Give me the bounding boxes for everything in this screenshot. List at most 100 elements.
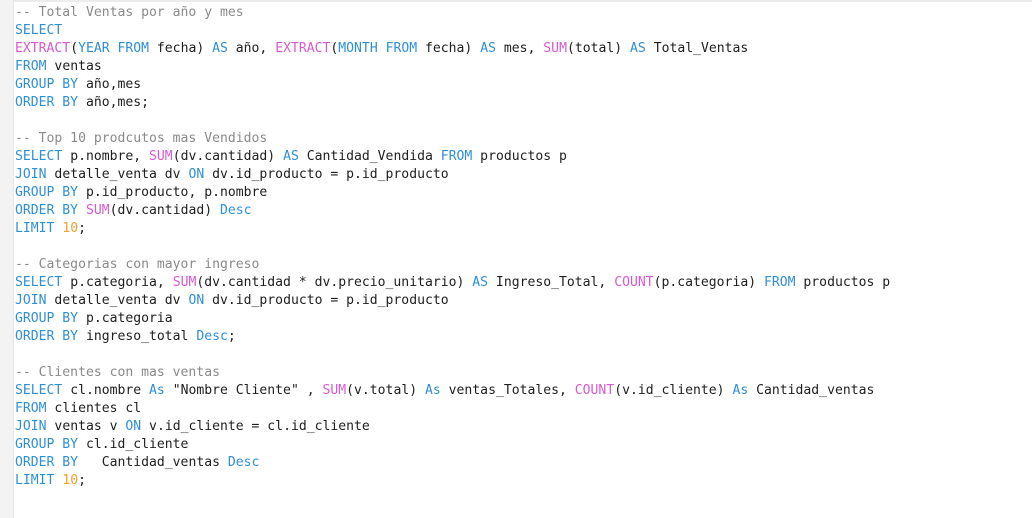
code-token-keyword: JOIN bbox=[15, 293, 47, 308]
code-line[interactable] bbox=[15, 346, 1032, 364]
code-token-keyword: YEAR FROM bbox=[78, 41, 150, 56]
editor-top-border bbox=[0, 0, 1032, 2]
code-token-function: EXTRACT bbox=[275, 41, 331, 56]
code-line[interactable]: SELECT p.categoria, SUM(dv.cantidad * dv… bbox=[15, 274, 1032, 292]
code-token-ident: año,mes; bbox=[78, 95, 150, 110]
code-token-ident: ( bbox=[70, 41, 79, 56]
code-token-ident: v.id_cliente = cl.id_cliente bbox=[141, 419, 370, 434]
code-token-ident: año,mes bbox=[78, 77, 142, 92]
code-token-keyword: Desc bbox=[227, 455, 260, 470]
code-token-ident: año, bbox=[227, 41, 276, 56]
code-token-ident: p.categoria bbox=[78, 311, 173, 326]
code-token-ident: Total_Ventas bbox=[645, 41, 749, 56]
code-token-function: COUNT bbox=[614, 275, 654, 290]
code-token-ident: ( bbox=[330, 41, 339, 56]
code-line[interactable]: SELECT bbox=[15, 22, 1032, 40]
code-token-ident: (p.categoria) bbox=[653, 275, 764, 290]
code-token-keyword: ORDER BY bbox=[15, 329, 79, 344]
code-token-ident: p.id_producto, p.nombre bbox=[78, 185, 268, 200]
code-line[interactable]: -- Categorias con mayor ingreso bbox=[15, 256, 1032, 274]
code-token-keyword: As bbox=[732, 383, 749, 398]
code-token-keyword: JOIN bbox=[15, 167, 47, 182]
code-line[interactable]: SELECT p.nombre, SUM(dv.cantidad) AS Can… bbox=[15, 148, 1032, 166]
code-token-keyword: LIMIT bbox=[15, 473, 55, 488]
code-token-function: SUM bbox=[322, 383, 347, 398]
code-line[interactable]: ORDER BY año,mes; bbox=[15, 94, 1032, 112]
code-token-keyword: SELECT bbox=[15, 383, 63, 398]
code-token-ident: Cantidad_ventas bbox=[78, 455, 228, 470]
code-token-ident: cl.nombre bbox=[62, 383, 150, 398]
code-token-ident: (dv.cantidad * dv.precio_unitario) bbox=[196, 275, 473, 290]
code-token-ident: ; bbox=[227, 329, 236, 344]
code-token-keyword: FROM bbox=[15, 401, 47, 416]
editor-gutter bbox=[0, 0, 14, 518]
code-line[interactable]: JOIN detalle_venta dv ON dv.id_producto … bbox=[15, 292, 1032, 310]
code-token-function: COUNT bbox=[574, 383, 615, 398]
code-token-keyword: ON bbox=[125, 419, 142, 434]
code-line[interactable]: GROUP BY año,mes bbox=[15, 76, 1032, 94]
code-token-keyword: GROUP BY bbox=[15, 437, 79, 452]
code-token-ident: Cantidad_Vendida bbox=[298, 149, 441, 164]
code-line[interactable]: ORDER BY Cantidad_ventas Desc bbox=[15, 454, 1032, 472]
code-token-ident: ventas bbox=[46, 59, 102, 74]
code-token-ident: productos p bbox=[472, 149, 567, 164]
code-token-keyword: As bbox=[424, 383, 441, 398]
code-token-ident: ventas_Totales, bbox=[440, 383, 575, 398]
code-line[interactable]: -- Clientes con mas ventas bbox=[15, 364, 1032, 382]
code-line[interactable]: SELECT cl.nombre As "Nombre Cliente" , S… bbox=[15, 382, 1032, 400]
code-token-ident: "Nombre Cliente" , bbox=[164, 383, 323, 398]
code-line[interactable]: GROUP BY p.categoria bbox=[15, 310, 1032, 328]
code-token-ident: (dv.cantidad) bbox=[109, 203, 220, 218]
code-line[interactable]: FROM clientes cl bbox=[15, 400, 1032, 418]
code-token-ident: p.nombre, bbox=[62, 149, 150, 164]
code-token-ident: Ingreso_Total, bbox=[488, 275, 615, 290]
code-line[interactable]: LIMIT 10; bbox=[15, 472, 1032, 490]
code-token-keyword: AS bbox=[472, 275, 489, 290]
code-token-keyword: SELECT bbox=[15, 149, 63, 164]
code-token-keyword: AS bbox=[283, 149, 299, 164]
code-token-function: SUM bbox=[149, 149, 173, 164]
code-token-ident: ; bbox=[78, 473, 86, 488]
code-token-keyword: MONTH FROM bbox=[338, 41, 418, 56]
code-line[interactable]: GROUP BY p.id_producto, p.nombre bbox=[15, 184, 1032, 202]
code-line[interactable]: ORDER BY SUM(dv.cantidad) Desc bbox=[15, 202, 1032, 220]
code-token-number: 10 bbox=[62, 221, 79, 236]
code-token-keyword: AS bbox=[480, 41, 496, 56]
code-token-ident bbox=[78, 203, 86, 218]
code-token-ident: (v.id_cliente) bbox=[614, 383, 733, 398]
code-token-ident: (v.total) bbox=[346, 383, 425, 398]
code-line[interactable]: FROM ventas bbox=[15, 58, 1032, 76]
code-token-keyword: ORDER BY bbox=[15, 203, 79, 218]
code-line[interactable]: -- Total Ventas por año y mes bbox=[15, 4, 1032, 22]
code-token-keyword: SELECT bbox=[15, 23, 63, 38]
code-token-keyword: FROM bbox=[763, 275, 796, 290]
code-token-keyword: AS bbox=[212, 41, 228, 56]
code-line[interactable]: ORDER BY ingreso_total Desc; bbox=[15, 328, 1032, 346]
code-token-ident: cl.id_cliente bbox=[78, 437, 189, 452]
code-token-keyword: ON bbox=[188, 167, 205, 182]
code-token-keyword: SELECT bbox=[15, 275, 63, 290]
code-token-ident: detalle_venta dv bbox=[46, 293, 189, 308]
code-token-ident: ventas v bbox=[46, 419, 126, 434]
code-token-keyword: GROUP BY bbox=[15, 77, 79, 92]
code-line[interactable]: LIMIT 10; bbox=[15, 220, 1032, 238]
code-line[interactable]: EXTRACT(YEAR FROM fecha) AS año, EXTRACT… bbox=[15, 40, 1032, 58]
code-line[interactable] bbox=[15, 238, 1032, 256]
code-token-ident: ; bbox=[78, 221, 86, 236]
code-token-ident: detalle_venta dv bbox=[46, 167, 189, 182]
code-token-ident: fecha) bbox=[417, 41, 481, 56]
code-token-number: 10 bbox=[62, 473, 79, 488]
code-line[interactable] bbox=[15, 112, 1032, 130]
code-token-comment: -- Categorias con mayor ingreso bbox=[15, 257, 260, 272]
code-token-keyword: ORDER BY bbox=[15, 95, 79, 110]
code-token-function: SUM bbox=[85, 203, 110, 218]
code-line[interactable]: GROUP BY cl.id_cliente bbox=[15, 436, 1032, 454]
code-token-keyword: As bbox=[149, 383, 165, 398]
code-line[interactable]: -- Top 10 prodcutos mas Vendidos bbox=[15, 130, 1032, 148]
code-token-ident: (dv.cantidad) bbox=[172, 149, 284, 164]
code-token-ident: mes, bbox=[495, 41, 544, 56]
code-line[interactable]: JOIN ventas v ON v.id_cliente = cl.id_cl… bbox=[15, 418, 1032, 436]
code-line[interactable]: JOIN detalle_venta dv ON dv.id_producto … bbox=[15, 166, 1032, 184]
code-token-keyword: Desc bbox=[220, 203, 252, 218]
